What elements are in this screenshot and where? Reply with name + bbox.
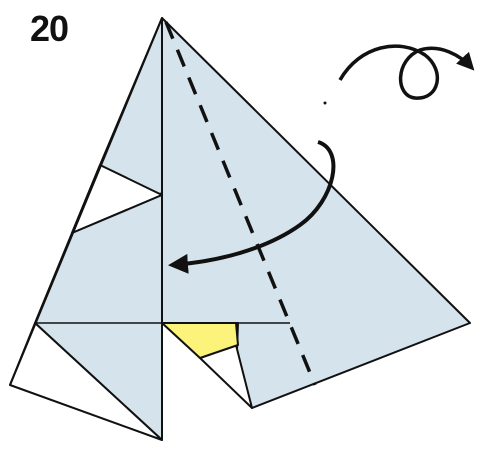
step-number: 20 xyxy=(30,8,69,49)
turn-over-loop-arrow-icon xyxy=(338,44,475,100)
curved-fold-arrow-icon xyxy=(168,140,336,274)
dashed-valley-fold-line xyxy=(164,21,317,386)
stray-dot xyxy=(323,101,327,105)
outer-left-edge xyxy=(9,17,163,386)
